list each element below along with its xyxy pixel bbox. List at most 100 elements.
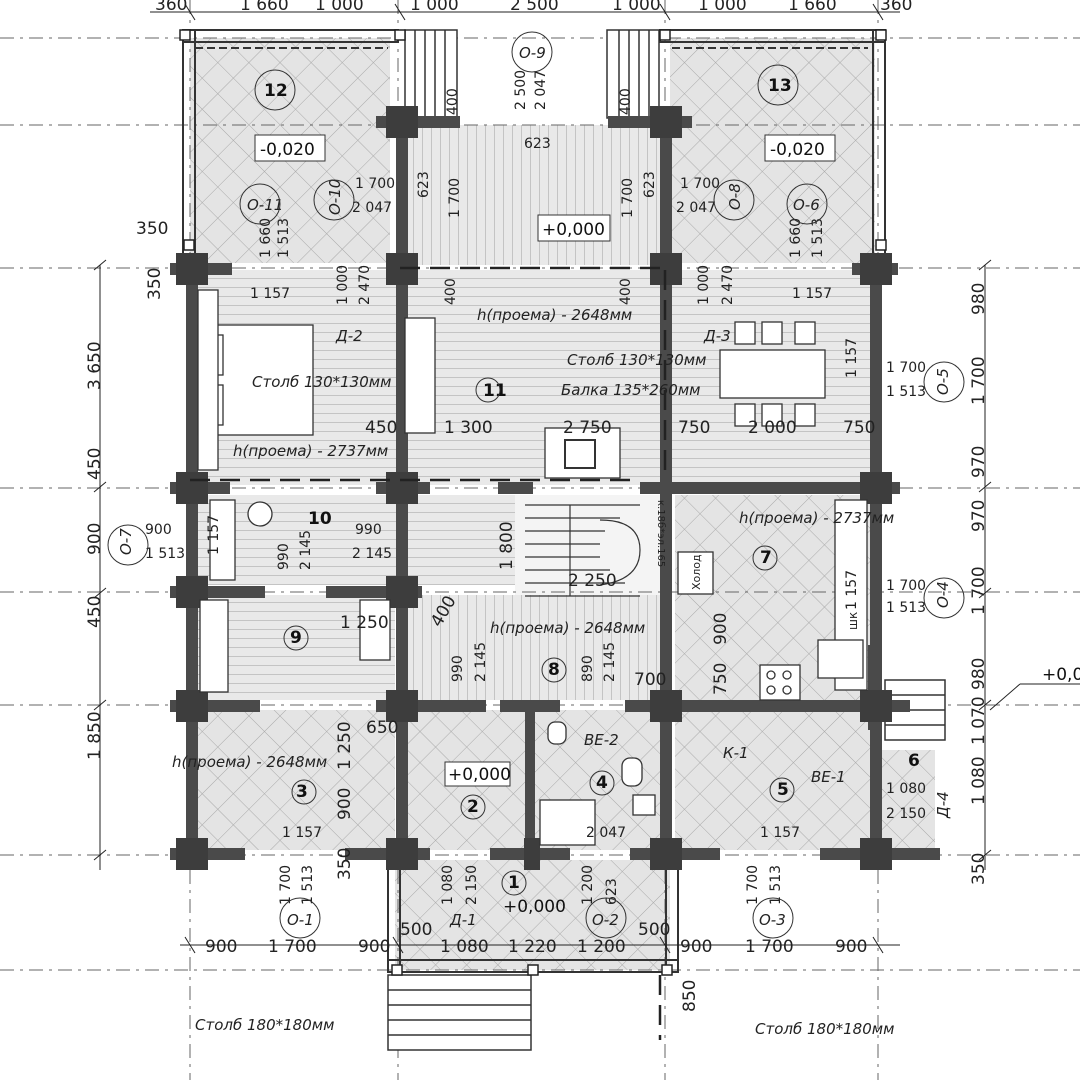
inner-dim: 1 513	[886, 384, 926, 400]
top-left-steps	[404, 29, 458, 119]
inner-dim: 990	[355, 522, 382, 538]
dim-right: 970	[969, 500, 989, 532]
inner-dim: 990	[450, 655, 466, 682]
dim-bottom: 900	[835, 937, 867, 957]
inner-dim: 900	[145, 522, 172, 538]
dim-right: 980	[969, 658, 989, 690]
inner-dim: 1 157	[792, 286, 832, 302]
level-mark: +0,000	[448, 765, 511, 785]
window-mark: О-11	[247, 196, 283, 214]
inner-dim: 1 660	[788, 218, 804, 258]
inner-dim: 2 047	[352, 200, 392, 216]
inner-dim: 1 800	[497, 521, 517, 570]
window-mark: О-7	[117, 528, 135, 555]
inner-dim: 623	[416, 171, 432, 198]
sofa	[404, 317, 436, 434]
dim-bottom: 1 220	[508, 937, 557, 957]
dim-bottom: 900	[358, 937, 390, 957]
toilet	[621, 757, 643, 787]
window-mark: О-5	[934, 368, 952, 395]
dim-left: 350	[335, 848, 355, 880]
dim-right: 1 700	[969, 566, 989, 615]
inner-dim: 1 157	[206, 515, 222, 555]
inner-dim: 400	[618, 88, 634, 115]
inner-dim: 850	[680, 980, 700, 1012]
closet-9	[199, 599, 229, 693]
shower	[539, 799, 596, 846]
mark-circles	[107, 31, 965, 939]
inner-dim: 623	[642, 171, 658, 198]
sink	[817, 639, 864, 679]
room-number: 7	[760, 548, 772, 568]
room-number: 4	[596, 773, 608, 793]
opening-marks: Д-1 Д-2 Д-3 Д-4 О-1 О-2 О-3 О-4 О-5 О-6 …	[117, 44, 952, 929]
room-number: 11	[483, 381, 507, 401]
inner-dim: 623	[604, 878, 620, 905]
inner-dim: 1 157	[282, 825, 322, 841]
window-mark: О-10	[326, 179, 344, 215]
furniture	[197, 289, 868, 846]
bottom-dimensions: 900 1 700 900 500 1 080 1 220 1 200 500 …	[205, 920, 867, 957]
inner-dim: 1 513	[145, 546, 185, 562]
dim-left: 1 850	[85, 711, 105, 760]
level-mark: +0,000	[542, 220, 605, 240]
inner-dim: 400	[443, 278, 459, 305]
inner-dim: 990	[276, 543, 292, 570]
inner-dim: 750	[711, 663, 731, 695]
inner-dim: 1 513	[810, 218, 826, 258]
dim-bottom: 500	[400, 920, 432, 940]
inner-dim: 2 145	[473, 642, 489, 682]
door-mark: Д-2	[335, 327, 363, 345]
dim-right: 970	[969, 446, 989, 478]
inner-dim: 2 150	[886, 806, 926, 822]
pillar-label: Столб 180*180мм	[195, 1016, 334, 1034]
inner-dim: 1 080	[886, 781, 926, 797]
pillar-label: Столб 130*130мм	[567, 351, 706, 369]
inner-dim: 1 200	[580, 865, 596, 905]
window-mark: О-1	[287, 911, 314, 929]
pillar-label: Столб 130*130мм	[252, 373, 391, 391]
level-mark: +0,00	[1042, 665, 1080, 685]
dim-bottom: 1 700	[268, 937, 317, 957]
inner-dim: 1 000	[335, 265, 351, 305]
wc-bowl	[547, 721, 567, 745]
fixture-mark: ВЕ-2	[584, 731, 619, 749]
dim-top: 360	[155, 0, 187, 15]
door-mark: Д-3	[703, 327, 731, 345]
pillars	[176, 106, 892, 870]
dining-table	[719, 349, 826, 399]
inner-dim: 400	[445, 88, 461, 115]
inner-dim: 623	[524, 136, 551, 152]
inner-dim: 1 700	[355, 176, 395, 192]
inner-dim: 890	[580, 655, 596, 682]
wardrobe-left	[197, 289, 219, 471]
inner-dim: 1 513	[886, 600, 926, 616]
fridge	[677, 551, 714, 595]
inner-dim: 2 470	[357, 265, 373, 305]
dim-left: 450	[85, 596, 105, 628]
chair	[247, 501, 273, 527]
inner-dim: 750	[678, 418, 710, 438]
opening-height: h(проема) - 2648мм	[172, 753, 327, 771]
inner-dim: 1 700	[886, 360, 926, 376]
inner-dim: 1 157	[760, 825, 800, 841]
pillar-label: Столб 180*180мм	[755, 1020, 894, 1038]
door-mark: Д-4	[934, 791, 952, 819]
inner-dimensions: 400 400 2 500 2 047 623 1 700 2 047 623 …	[145, 70, 926, 1012]
inner-dim: 900	[711, 613, 731, 645]
labels: Столб 130*130мм Столб 130*130мм Балка 13…	[172, 306, 894, 1038]
inner-dim: 1 700	[886, 578, 926, 594]
inner-dim: 1 080	[440, 865, 456, 905]
inner-dim: 2 500	[513, 70, 529, 110]
room-number: 5	[777, 780, 789, 800]
dim-bottom: 900	[205, 937, 237, 957]
basin	[632, 794, 656, 816]
dim-right: 1 080	[969, 756, 989, 805]
inner-dim: 2 145	[602, 642, 618, 682]
inner-dim: 1 700	[680, 176, 720, 192]
inner-dim: 1 700	[447, 178, 463, 218]
window-mark: О-4	[934, 581, 952, 608]
inner-dim: 2 145	[298, 530, 314, 570]
levels: -0,020 -0,020 +0,000 +0,000 +0,000 +0,00	[254, 134, 1080, 917]
inner-dim: 900	[335, 788, 355, 820]
